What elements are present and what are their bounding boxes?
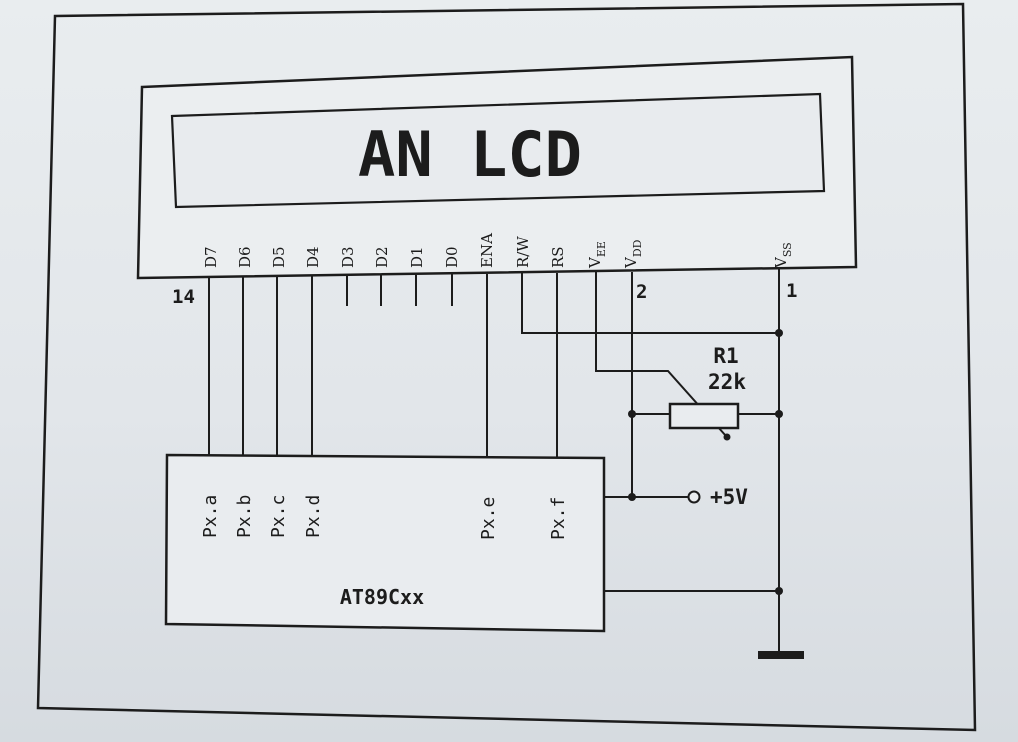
pin-label-vee-main: V bbox=[586, 256, 604, 269]
lcd-pin-labels: D7 D6 D5 D4 D3 D2 D1 D0 ENA R/W RS VEE V… bbox=[202, 233, 794, 269]
mcu-chip bbox=[164, 453, 606, 633]
pin-label-d6: D6 bbox=[236, 246, 254, 268]
pin-number-2: 2 bbox=[636, 281, 647, 303]
port-label-a: Px.a bbox=[200, 495, 221, 538]
pin-label-vss-sub: SS bbox=[781, 242, 794, 257]
pin-label-rw: R/W bbox=[514, 236, 532, 268]
supply-terminal bbox=[687, 490, 701, 504]
mcu-port-labels: Px.a Px.b Px.c Px.d Px.e Px.f bbox=[200, 495, 569, 540]
pin-label-d4: D4 bbox=[304, 246, 322, 268]
wire-rw bbox=[521, 273, 779, 334]
pin-label-vss: VSS bbox=[772, 242, 794, 269]
pin-label-d3: D3 bbox=[339, 246, 357, 268]
pin-label-vdd: VDD bbox=[622, 239, 644, 269]
pin-label-d7: D7 bbox=[202, 246, 220, 268]
resistor-name: R1 bbox=[713, 344, 738, 368]
pin-label-vss-main: V bbox=[772, 256, 790, 269]
pin-label-vdd-sub: DD bbox=[631, 239, 644, 257]
potentiometer-r1 bbox=[668, 402, 740, 430]
pin-label-vee-sub: EE bbox=[595, 241, 608, 257]
supply-label: +5V bbox=[710, 485, 748, 509]
junction-dot bbox=[775, 329, 783, 337]
port-label-e: Px.e bbox=[478, 497, 499, 540]
pin-label-ena: ENA bbox=[478, 233, 496, 268]
pin-label-rs: RS bbox=[549, 246, 567, 268]
pin-label-d5: D5 bbox=[270, 246, 288, 268]
port-label-f: Px.f bbox=[548, 497, 569, 540]
potentiometer-wiper bbox=[723, 433, 731, 441]
junction-dot bbox=[775, 410, 783, 418]
outer-frame bbox=[36, 2, 977, 732]
pin-label-vee: VEE bbox=[586, 241, 608, 269]
port-label-d: Px.d bbox=[303, 495, 324, 538]
resistor-value: 22k bbox=[708, 370, 746, 394]
junction-dot bbox=[628, 410, 636, 418]
junction-dots bbox=[628, 329, 783, 595]
pin-label-d0: D0 bbox=[443, 246, 461, 268]
pin-label-vdd-main: V bbox=[622, 256, 640, 269]
port-label-b: Px.b bbox=[234, 495, 255, 538]
port-label-c: Px.c bbox=[268, 495, 289, 538]
pin-number-14: 14 bbox=[172, 286, 195, 308]
lcd-screen bbox=[170, 92, 826, 209]
pin-number-1: 1 bbox=[786, 280, 797, 302]
pin-label-d1: D1 bbox=[408, 246, 426, 268]
mcu-name: AT89Cxx bbox=[340, 585, 424, 609]
lcd-display-text: AN LCD bbox=[358, 118, 582, 191]
pin-label-d2: D2 bbox=[373, 246, 391, 268]
junction-dot bbox=[775, 587, 783, 595]
junction-dot bbox=[628, 493, 636, 501]
ground-symbol bbox=[758, 651, 804, 659]
